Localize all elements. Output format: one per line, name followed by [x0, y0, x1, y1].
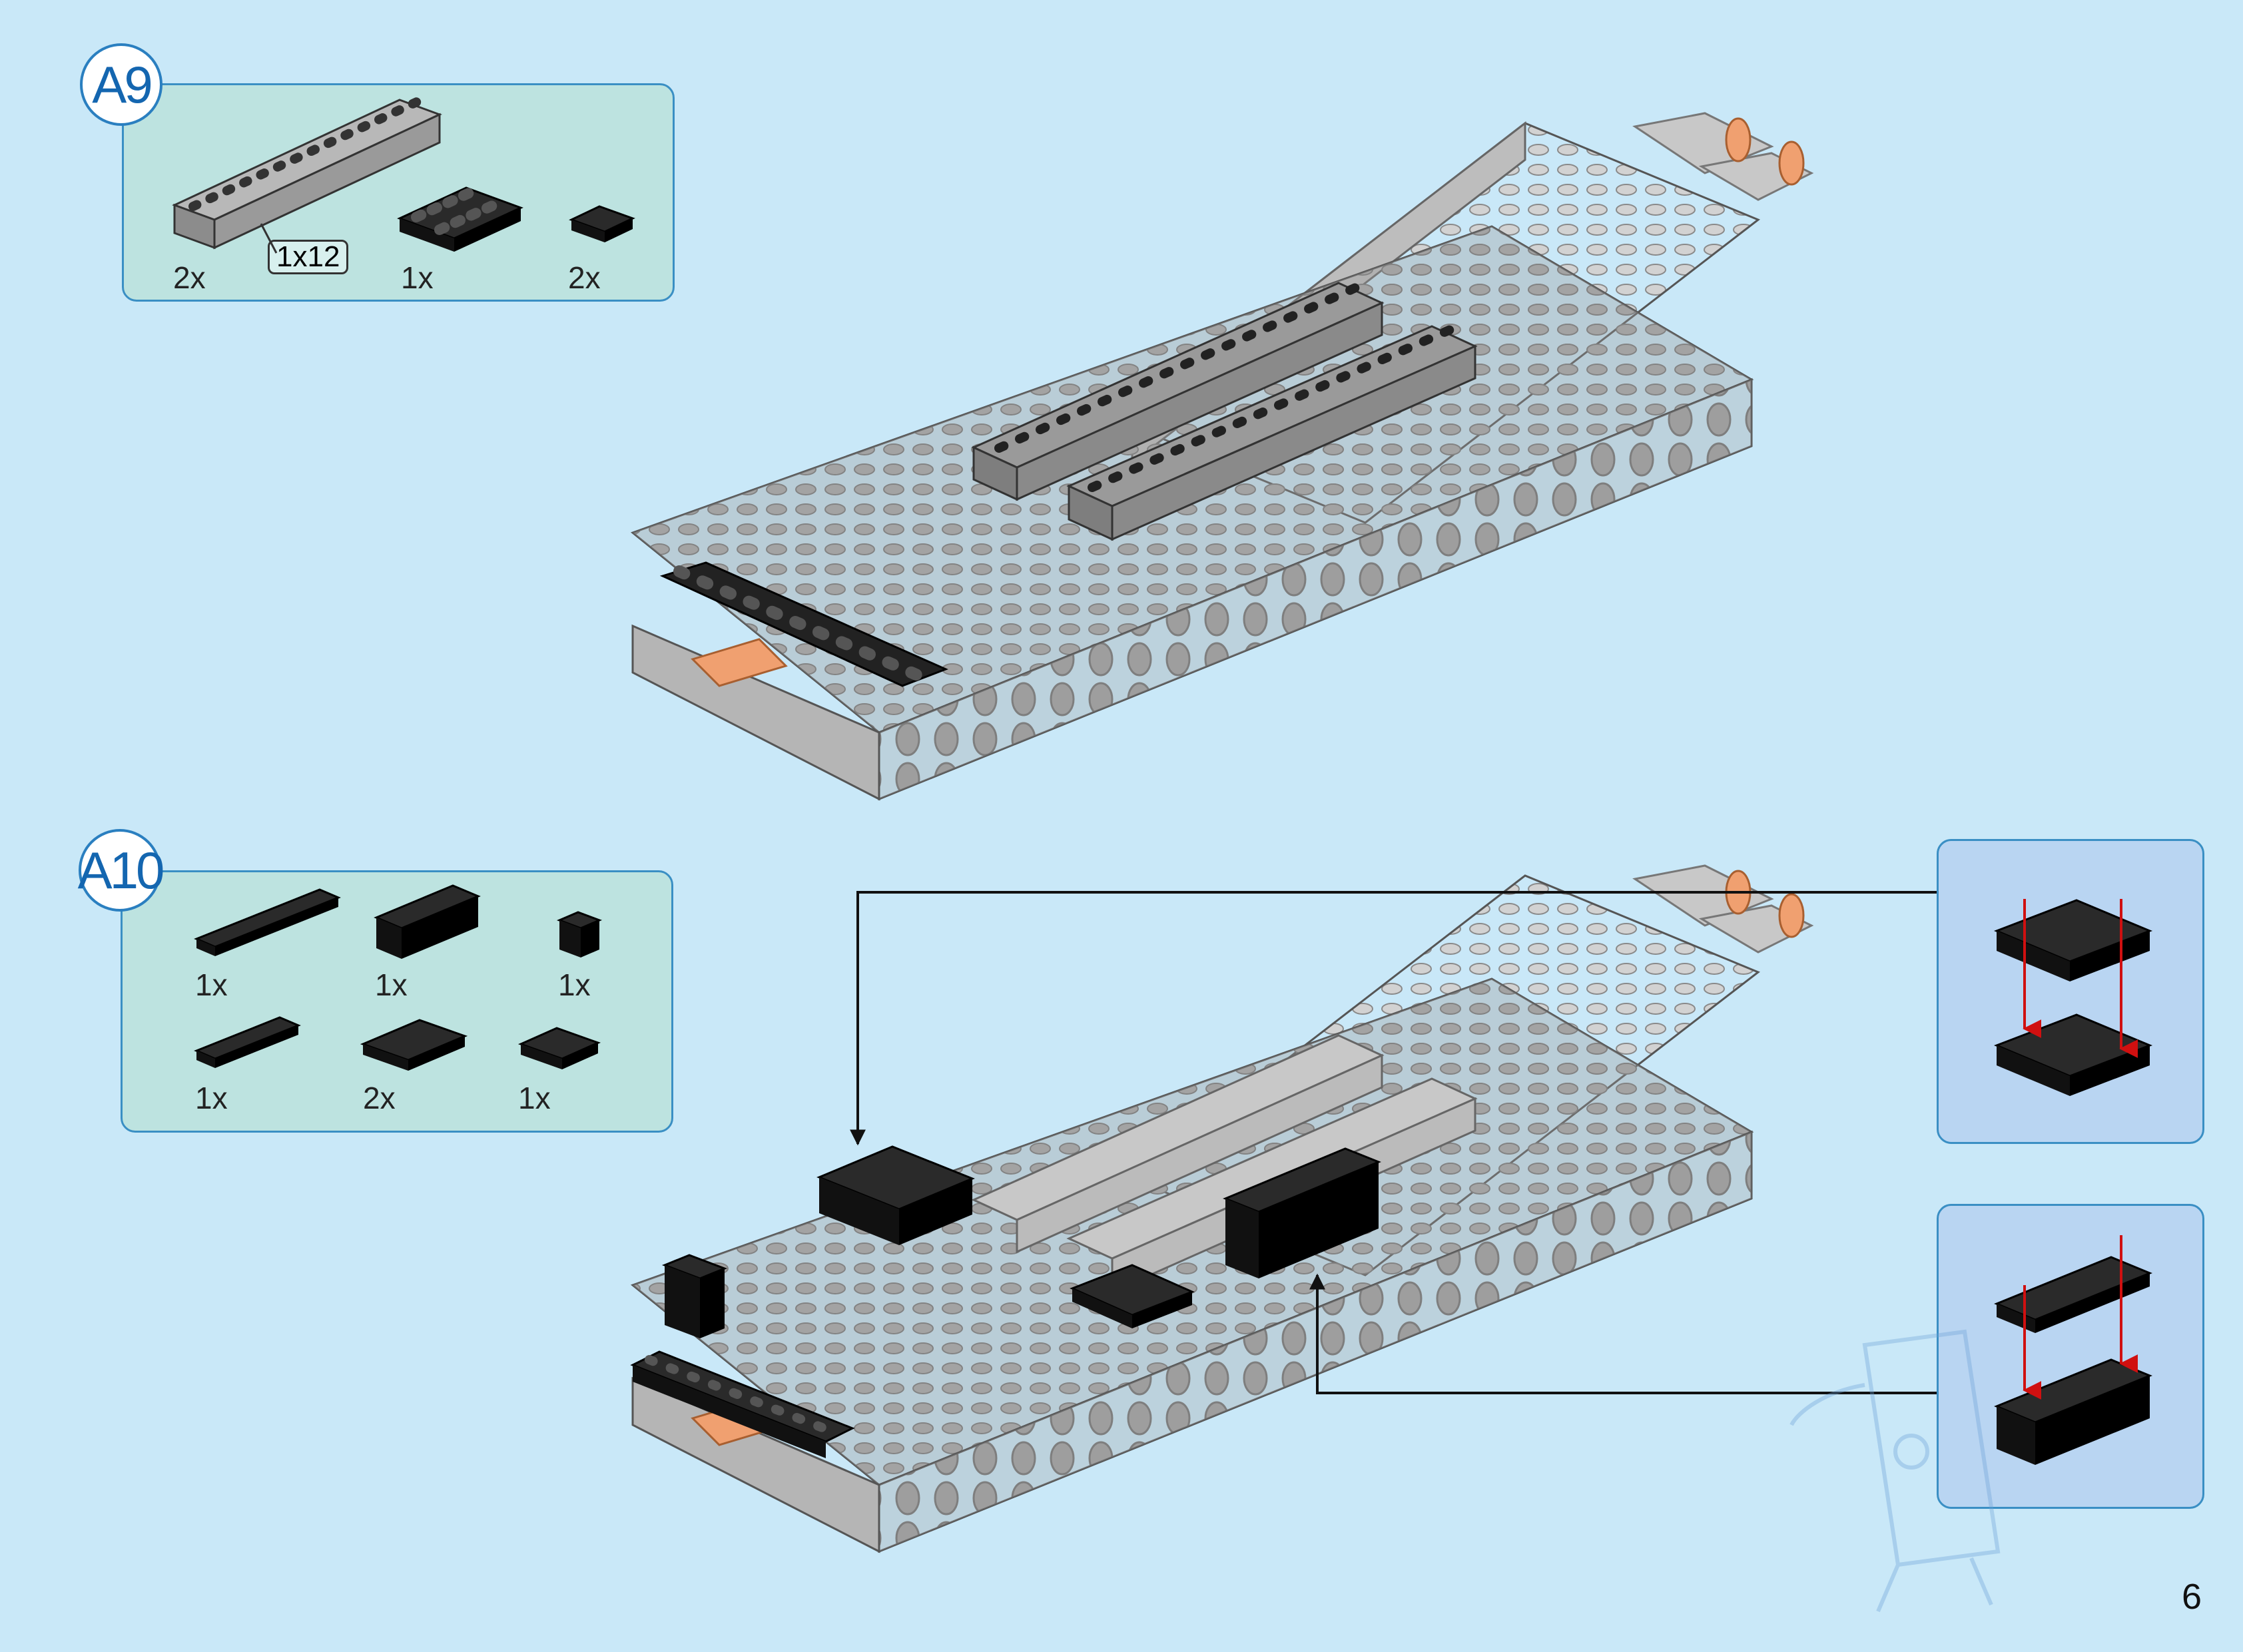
- part-qty: 2x: [363, 1081, 396, 1115]
- step-label-a10: A10: [78, 829, 164, 912]
- callout-brick-1x4: [1937, 1204, 2204, 1509]
- part-plate-2x3-black: [360, 1019, 468, 1071]
- part-qty: 2x: [568, 260, 601, 295]
- placed-brick-1x1: [661, 1254, 728, 1338]
- callout-plate-stack: [1993, 899, 2153, 1096]
- part-qty: 1x: [401, 260, 434, 295]
- part-qty: 1x: [518, 1081, 551, 1115]
- callout-brick-stack: [1994, 1235, 2152, 1465]
- part-qty: 1x: [375, 967, 408, 1002]
- part-qty: 2x: [173, 260, 206, 295]
- step-label-a9: A9: [80, 43, 162, 126]
- part-qty: 1x: [195, 1081, 228, 1115]
- mascot-watermark: [1789, 1329, 2001, 1613]
- part-plate-2x2-black: [569, 205, 635, 242]
- part-brick-1x4-black: [374, 884, 481, 959]
- part-size-tag: 1x12: [268, 240, 349, 274]
- placed-brick-1x4: [1223, 1147, 1381, 1278]
- page-number: 6: [2181, 1577, 2202, 1617]
- part-plate-2x2-black-small: [517, 1027, 601, 1069]
- placed-plate-2x2: [1070, 1264, 1195, 1328]
- part-qty: 1x: [558, 967, 591, 1002]
- part-brick-1x1-black: [556, 911, 603, 958]
- part-plate-1x6-black: [194, 888, 341, 956]
- model-step-a10: [630, 864, 1937, 1553]
- placed-plate-2x4: [816, 1145, 975, 1245]
- part-brick-1x12-grey: [172, 97, 442, 250]
- model-step-a9: [630, 112, 1814, 801]
- part-plate-1x4-black: [194, 1016, 301, 1068]
- placed-plate-1x6: [630, 1350, 855, 1458]
- part-qty: 1x: [195, 967, 228, 1002]
- part-plate-2x4-black: [397, 184, 523, 252]
